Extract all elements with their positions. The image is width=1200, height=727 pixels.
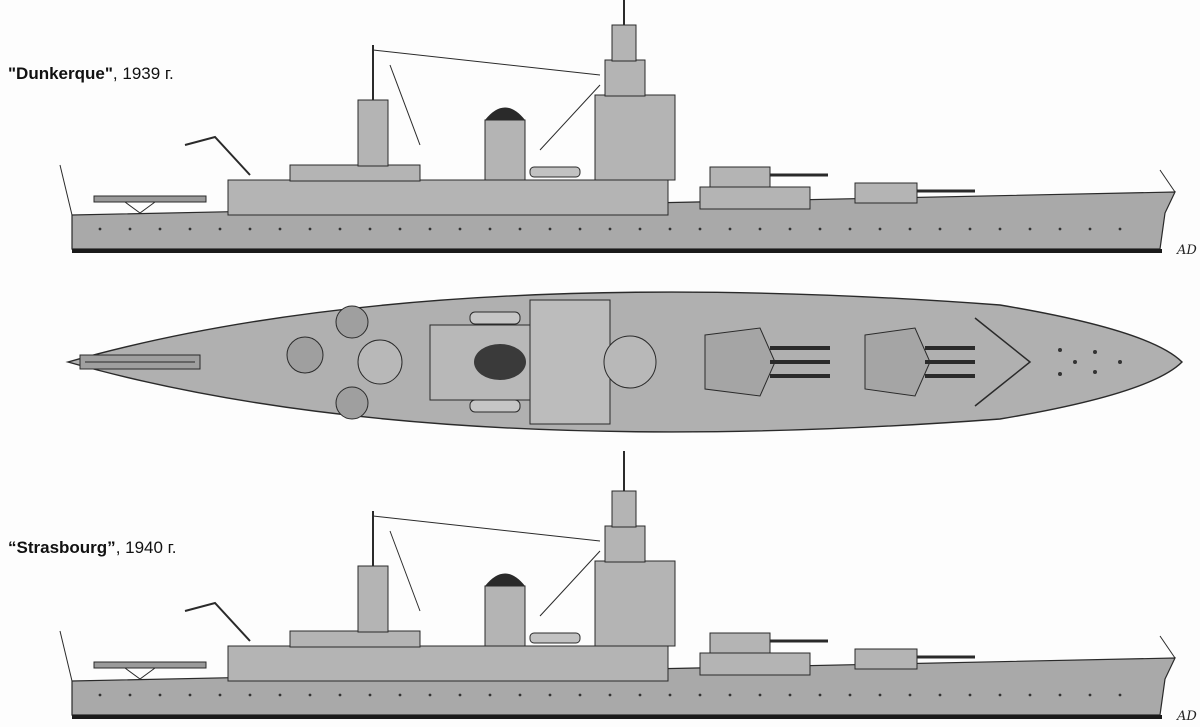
author-signature: AD [1177, 709, 1197, 724]
ship-profile-strasbourg [58, 449, 1177, 721]
ship-name: "Dunkerque" [8, 64, 113, 83]
ship-profile-dunkerque [58, 0, 1177, 255]
ship-label-strasbourg: “Strasbourg”, 1940 г. [8, 538, 177, 558]
ship-year: , 1940 г. [115, 538, 177, 557]
author-signature: AD [1177, 243, 1197, 258]
ship-year: , 1939 г. [112, 64, 174, 83]
ship-name: “Strasbourg” [8, 538, 116, 557]
ship-plan-view [65, 291, 1183, 433]
ship-label-dunkerque: "Dunkerque", 1939 г. [8, 64, 174, 84]
